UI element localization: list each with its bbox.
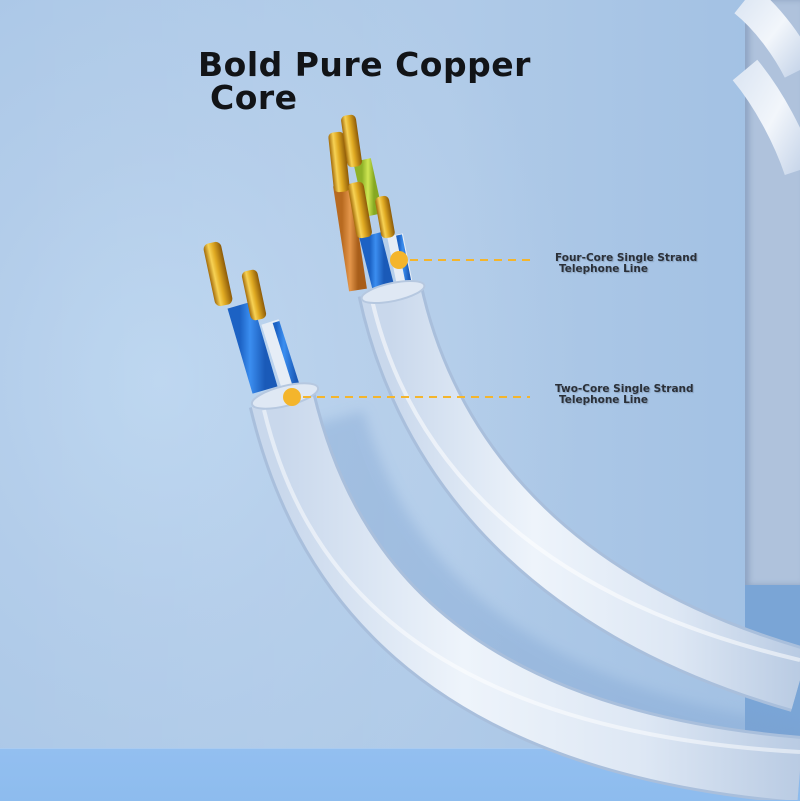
- four-core-callout-pointer: [390, 251, 530, 269]
- headline-title: Bold Pure Copper Core: [198, 48, 531, 114]
- two-core-label-line-1: Two-Core Single Strand: [555, 383, 694, 395]
- four-core-label-line-1: Four-Core Single Strand: [555, 252, 698, 264]
- two-core-callout-pointer: [283, 388, 530, 406]
- two-core-cable: [248, 392, 800, 800]
- four-core-label-line-2: Telephone Line: [559, 263, 648, 275]
- four-core-callout-label: Four-Core Single Strand Telephone Line: [555, 253, 697, 275]
- headline-line-2: Core: [210, 78, 298, 117]
- two-core-label-line-2: Telephone Line: [559, 394, 648, 406]
- four-core-cable: [357, 282, 800, 712]
- headline-line-1: Bold Pure Copper: [198, 45, 531, 84]
- two-core-wires: [203, 241, 320, 410]
- side-cable-loops: [732, 0, 800, 176]
- two-core-callout-label: Two-Core Single Strand Telephone Line: [555, 384, 694, 406]
- four-core-wires: [328, 114, 426, 305]
